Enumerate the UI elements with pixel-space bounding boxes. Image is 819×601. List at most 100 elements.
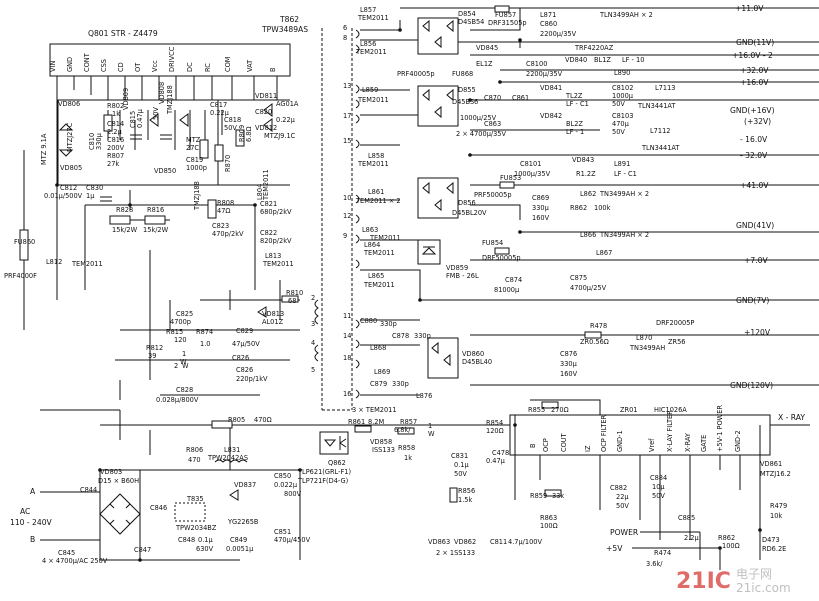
c812-wires — [56, 185, 131, 210]
d856-label: D856 — [458, 199, 476, 207]
c822-value: 820p/2kV — [260, 237, 292, 245]
r474-value: 3.6k/ — [646, 560, 663, 568]
c846-label: C846 — [150, 504, 167, 512]
c874-value: 81000μ — [494, 286, 520, 294]
c850-value: 0.022μ — [274, 481, 298, 489]
r823-label: C826 — [232, 354, 249, 362]
q801-pin-com: COM — [224, 56, 232, 72]
c831-value: 0.1μ — [454, 461, 469, 469]
vd859-value: FMB - 26L — [446, 272, 479, 280]
out-neg32: - 32.0V — [740, 151, 768, 160]
q801-pin-dc: DC — [186, 62, 194, 72]
w2-label: 2 — [174, 362, 178, 370]
vd837-value: YG2265B — [227, 518, 259, 526]
c848-value: 0.1μ — [198, 536, 213, 544]
l813-value: TEM2011 — [262, 260, 294, 268]
c815-label: C815 — [129, 111, 137, 128]
l890-label: L890 — [614, 69, 630, 77]
c814-value: 2.2μ — [107, 128, 122, 136]
r474-label: R474 — [654, 549, 671, 557]
lf10-label: LF - 10 — [622, 56, 644, 64]
q801-pin-vcc: Vcc — [151, 60, 159, 72]
c882-volt: 50V — [616, 502, 629, 510]
fu857-value: DRF31505p — [488, 19, 527, 27]
power-wires — [632, 530, 761, 570]
c816-label: C816 — [107, 136, 124, 144]
c823-label: C823 — [212, 222, 229, 230]
vd805-label: VD805 — [60, 164, 82, 172]
c817-value: 0.22μ — [210, 109, 230, 117]
c880-label: C880 — [360, 317, 377, 325]
r816-value: 15k/2W — [143, 226, 169, 234]
c826-value: 220p/1kV — [236, 375, 268, 383]
vd809-label: VD809 — [122, 88, 130, 110]
c830-value: 1μ — [86, 192, 95, 200]
r863-value: 100Ω — [540, 522, 558, 530]
fu857-label: FU857 — [495, 11, 516, 19]
vd860-label: VD860 — [462, 350, 484, 358]
r857-value: 6.8k/ — [394, 426, 411, 434]
w1b-label: W — [180, 358, 187, 366]
r807-value: 27k — [107, 160, 119, 168]
r861-value: 8.2M — [368, 418, 384, 426]
c812-label: C812 — [60, 184, 77, 192]
r855-label: R855 — [528, 406, 545, 414]
t862-pin-12: 12 — [343, 212, 351, 220]
out-16v: +16.0V — [740, 78, 769, 87]
c844-label: C844 — [80, 486, 97, 494]
r859-label: R859 — [530, 492, 547, 500]
q801-pin-css: CSS — [100, 59, 108, 72]
r805-label: R805 — [228, 416, 245, 424]
fu853-label: FU853 — [500, 174, 521, 182]
c831-label: C831 — [451, 452, 468, 460]
r478-label: R478 — [590, 322, 607, 330]
c818-value: 50V — [224, 124, 237, 132]
c878-label: C878 — [392, 332, 409, 340]
c826-label: C826 — [236, 366, 253, 374]
c876-value: 330μ — [560, 360, 578, 368]
c870-value: 1000μ/25V — [460, 114, 497, 122]
r870-label: R870 — [224, 155, 232, 172]
c882-label: C882 — [610, 484, 627, 492]
r812-value: 39 — [148, 352, 156, 360]
c819-label: C819 — [186, 156, 203, 164]
r856-label: R856 — [458, 487, 475, 495]
t862-pin-5: 5 — [311, 366, 315, 374]
r816-label: R816 — [147, 206, 164, 214]
vd813-label: VD813 — [262, 310, 284, 318]
zr01-pin-gnd2: GND-2 — [734, 430, 742, 452]
out-7v: +7.0V — [744, 256, 768, 265]
q801-pin-ot: OT — [134, 62, 142, 72]
c828-label: C828 — [176, 386, 193, 394]
l869-label: L869 — [374, 368, 390, 376]
vd841-value: TL2Z — [565, 92, 583, 100]
lfc1-label: LF - C1 — [566, 100, 589, 108]
vd842-label: VD842 — [540, 112, 562, 120]
c878-value: 330p — [414, 332, 431, 340]
c821-label: C821 — [260, 200, 277, 208]
zr01-pin-gnd1: GND-1 — [616, 430, 624, 452]
vd837-label: VD837 — [234, 481, 256, 489]
mtzj27c-label: MTZJ27C — [66, 122, 74, 152]
r802-label: R802 — [107, 102, 124, 110]
fu854-value: DRF50005p — [482, 254, 521, 262]
d473-label: D473 — [762, 536, 780, 544]
c8100-value: 2200μ/35V — [526, 70, 563, 78]
r874-label: R874 — [196, 328, 213, 336]
t862-pin-4: 4 — [311, 339, 315, 347]
q801-pin-vat: VAT — [246, 59, 254, 72]
c822-label: C822 — [260, 229, 277, 237]
tmzj188-label: TMZJ188 — [166, 85, 174, 115]
zr56-label: ZR56 — [668, 338, 686, 346]
vd843-label: VD843 — [572, 156, 594, 164]
c825-label: C825 — [176, 310, 193, 318]
c810-label: C810 — [88, 133, 96, 150]
zr01-pin-gate: GATE — [700, 435, 708, 452]
mid-left-wires — [115, 250, 300, 400]
ac-wires — [40, 469, 240, 561]
tem2011-l812-label: TEM2011 — [71, 260, 103, 268]
t862-pin-10: 10 — [343, 194, 351, 202]
out-11v: +11.0V — [735, 4, 764, 13]
l861-label: L861 — [368, 188, 384, 196]
r802-value: 1k — [112, 110, 120, 118]
